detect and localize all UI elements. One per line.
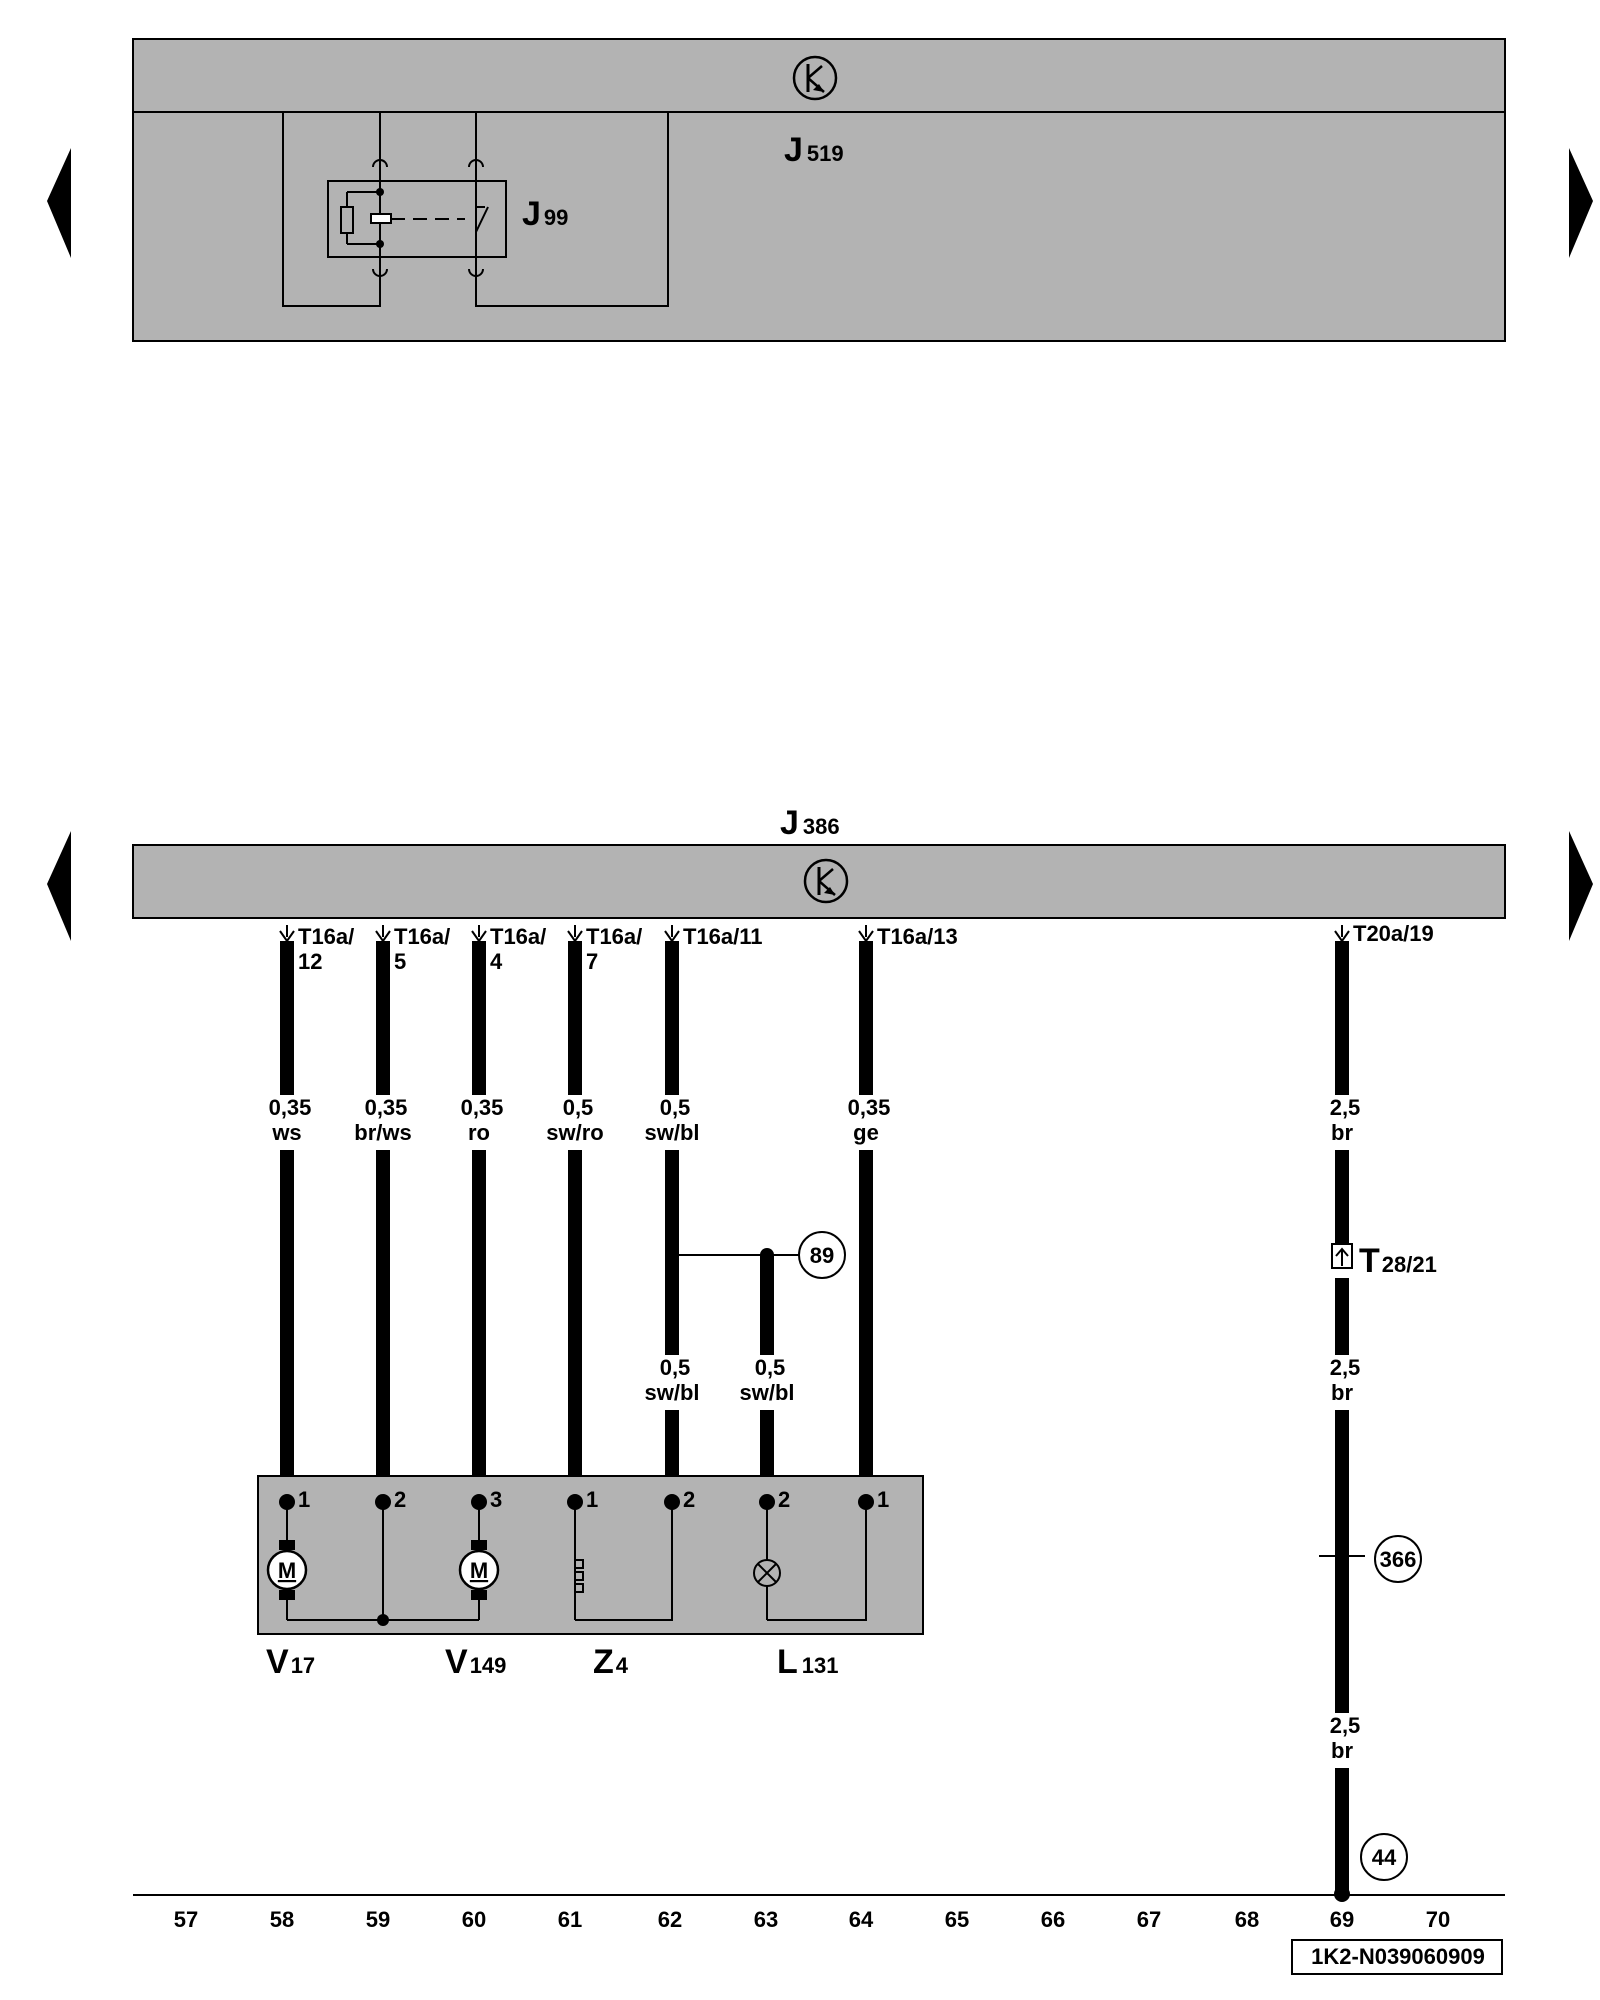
connector-t16a-12: T16a/12 bbox=[298, 924, 354, 974]
junction-dot bbox=[377, 1614, 389, 1626]
column-number: 68 bbox=[1235, 1907, 1259, 1932]
control-unit-icon bbox=[803, 858, 849, 904]
prev-page-arrow-bottom[interactable] bbox=[47, 831, 71, 941]
pin-v149-3: 3 bbox=[490, 1487, 502, 1512]
column-number: 61 bbox=[558, 1907, 582, 1932]
column-number: 58 bbox=[270, 1907, 294, 1932]
next-page-arrow-bottom[interactable] bbox=[1569, 831, 1593, 941]
v17-label: V17 bbox=[266, 1643, 315, 1681]
connector-t16a-5: T16a/5 bbox=[394, 924, 450, 974]
motor-v17-letter: M bbox=[278, 1558, 296, 1583]
column-number: 57 bbox=[174, 1907, 198, 1932]
control-unit-icon bbox=[792, 55, 838, 101]
connector-t28-21 bbox=[1331, 1243, 1353, 1269]
connector-t16a-11: T16a/11 bbox=[683, 924, 763, 949]
pin-l131-2: 2 bbox=[778, 1487, 790, 1512]
heater-z4-icon bbox=[574, 1555, 584, 1595]
column-numbers: 57 58 59 60 61 62 63 64 65 66 67 68 69 7… bbox=[174, 1907, 1450, 1932]
internal-wiring bbox=[286, 1502, 867, 1621]
j99-relay bbox=[282, 112, 669, 307]
column-number: 67 bbox=[1137, 1907, 1161, 1932]
column-number: 63 bbox=[754, 1907, 778, 1932]
junction-89 bbox=[665, 1231, 846, 1279]
component-housing bbox=[257, 1475, 924, 1635]
splice-366 bbox=[1319, 1535, 1422, 1583]
t28-21-label: T28/21 bbox=[1359, 1242, 1437, 1280]
pin-z4-2: 2 bbox=[683, 1487, 695, 1512]
column-number: 59 bbox=[366, 1907, 390, 1932]
pin-l131-1: 1 bbox=[877, 1487, 889, 1512]
connector-t16a-4: T16a/4 bbox=[490, 924, 546, 974]
footer-code-box bbox=[1291, 1939, 1503, 1975]
connector-t16a-7: T16a/7 bbox=[586, 924, 642, 974]
column-number: 69 bbox=[1330, 1907, 1354, 1932]
column-number: 60 bbox=[462, 1907, 486, 1932]
wires bbox=[280, 941, 1349, 1895]
column-number: 70 bbox=[1426, 1907, 1450, 1932]
v149-label: V149 bbox=[445, 1643, 506, 1681]
motor-v149-icon bbox=[458, 1540, 500, 1600]
column-number: 66 bbox=[1041, 1907, 1065, 1932]
next-page-arrow-top[interactable] bbox=[1569, 148, 1593, 258]
ref-44: 44 bbox=[1372, 1845, 1397, 1870]
z4-label: Z4 bbox=[593, 1643, 629, 1681]
ref-366: 366 bbox=[1380, 1547, 1417, 1572]
pin-z4-1: 1 bbox=[586, 1487, 598, 1512]
column-number: 64 bbox=[849, 1907, 874, 1932]
bulb-l131-icon bbox=[753, 1559, 781, 1587]
pin-v17-2: 2 bbox=[394, 1487, 406, 1512]
motor-v17-icon bbox=[266, 1540, 308, 1600]
column-number: 62 bbox=[658, 1907, 682, 1932]
column-number: 65 bbox=[945, 1907, 969, 1932]
connector-t20a-19: T20a/19 bbox=[1353, 921, 1434, 946]
connector-t16a-13: T16a/13 bbox=[877, 924, 958, 949]
footer-code: 1K2-N039060909 bbox=[1311, 1944, 1485, 1969]
prev-page-arrow-top[interactable] bbox=[47, 148, 71, 258]
motor-v149-letter: M bbox=[470, 1558, 488, 1583]
pin-v17-1: 1 bbox=[298, 1487, 310, 1512]
ref-89: 89 bbox=[810, 1243, 834, 1268]
